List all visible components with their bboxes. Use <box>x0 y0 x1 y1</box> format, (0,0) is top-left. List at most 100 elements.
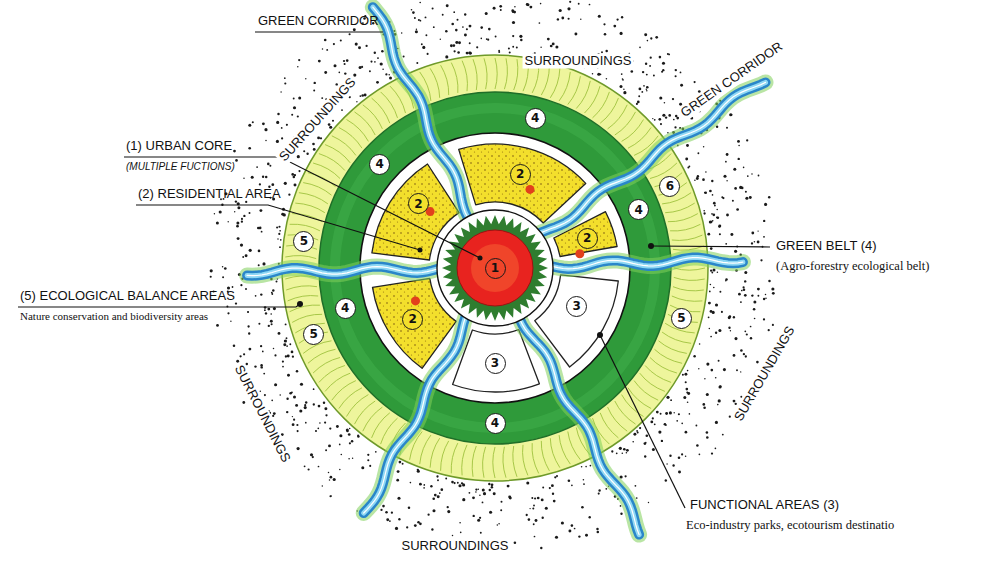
surrounding-dot <box>719 291 721 293</box>
hatch-stroke <box>290 224 320 231</box>
hatch-stroke <box>523 445 528 476</box>
surrounding-dot <box>542 517 544 519</box>
surrounding-dot <box>247 311 249 313</box>
surrounding-dot <box>703 146 705 148</box>
leader-dot <box>597 332 603 338</box>
surrounding-dot <box>319 422 321 424</box>
hatch-stroke <box>303 183 331 196</box>
surrounding-dot <box>284 82 286 84</box>
surrounding-dot <box>768 329 770 331</box>
surrounding-dot <box>228 221 229 222</box>
surrounding-dot <box>509 51 511 53</box>
corridor-bank <box>247 267 447 276</box>
area-number-circle: 5 <box>293 231 314 252</box>
surrounding-dot <box>703 406 706 409</box>
surrounding-dot <box>476 46 478 48</box>
surrounding-dot <box>365 45 367 47</box>
callout-number: 5 <box>677 312 685 324</box>
surrounding-dot <box>210 269 213 272</box>
hatch-stroke <box>541 441 549 471</box>
surrounding-dot <box>757 295 759 297</box>
surrounding-dot <box>583 483 585 485</box>
surroundings-label: SURROUNDINGS <box>731 322 799 426</box>
surrounding-dot <box>216 324 219 327</box>
surrounding-dot <box>654 119 656 121</box>
surrounding-dot <box>369 70 371 72</box>
surrounding-dot <box>296 424 298 426</box>
surrounding-dot <box>464 13 466 15</box>
surrounding-dot <box>332 120 334 122</box>
surroundings-label: SURROUNDINGS <box>400 539 511 554</box>
hatch-stroke <box>608 105 628 129</box>
hatch-stroke <box>472 446 476 477</box>
surrounding-dot <box>480 26 483 29</box>
surrounding-dot <box>680 72 682 74</box>
hatch-stroke <box>650 358 677 374</box>
surrounding-dot <box>687 392 690 395</box>
surrounding-dot <box>583 479 585 481</box>
surrounding-dot <box>719 385 722 388</box>
surrounding-dot <box>389 76 392 79</box>
surrounding-dot <box>361 66 363 68</box>
surrounding-dot <box>512 35 514 37</box>
surrounding-dot <box>665 479 667 481</box>
surrounding-dot <box>298 96 301 99</box>
surrounding-dot <box>292 416 293 417</box>
corridor-bank <box>543 258 743 269</box>
surrounding-dot <box>333 43 335 45</box>
surrounding-dot <box>305 401 307 403</box>
hatch-stroke <box>550 438 560 468</box>
surrounding-dot <box>709 220 712 223</box>
surrounding-dot <box>466 28 468 30</box>
surrounding-dot <box>647 40 649 42</box>
surrounding-dot <box>486 38 488 40</box>
surrounding-dot <box>323 401 325 403</box>
surrounding-dot <box>479 495 481 497</box>
hatch-stroke <box>325 145 350 163</box>
surrounding-dot <box>313 148 316 151</box>
surrounding-dot <box>604 33 607 36</box>
hatch-stroke <box>576 81 590 109</box>
surrounding-dot <box>718 399 721 402</box>
hatch-stroke <box>288 296 319 301</box>
surrounding-dot <box>385 73 387 75</box>
surrounding-dot <box>264 128 267 131</box>
surrounding-dot <box>710 247 713 250</box>
surrounding-dot <box>344 72 346 74</box>
hatch-stroke <box>339 128 362 149</box>
surrounding-dot <box>249 249 252 252</box>
surrounding-dot <box>737 140 740 143</box>
surrounding-dot <box>725 243 727 245</box>
surrounding-dot <box>743 353 745 355</box>
surrounding-dot <box>624 475 626 477</box>
surrounding-dot <box>328 472 329 473</box>
surrounding-dot <box>637 432 639 434</box>
surrounding-dot <box>472 496 475 499</box>
surrounding-dot <box>234 211 235 212</box>
surrounding-dot <box>743 288 746 291</box>
hatch-stroke <box>674 277 705 280</box>
surrounding-dot <box>737 158 739 160</box>
surrounding-dot <box>452 535 454 537</box>
surrounding-dot <box>403 56 405 58</box>
surrounding-dot <box>391 512 393 514</box>
surrounding-dot <box>616 452 618 454</box>
surrounding-dot <box>763 236 765 238</box>
surrounding-dot <box>534 536 536 538</box>
surrounding-dot <box>339 444 341 446</box>
surrounding-dot <box>376 81 379 84</box>
surrounding-dot <box>416 29 417 30</box>
surrounding-dot <box>757 230 758 231</box>
surrounding-dot <box>315 430 317 432</box>
surrounding-dot <box>514 541 517 544</box>
surrounding-dot <box>296 370 299 373</box>
hatch-stroke <box>568 432 581 460</box>
surrounding-dot <box>658 118 661 121</box>
surrounding-dot <box>676 420 678 422</box>
settlement-dot <box>575 249 584 258</box>
surrounding-dot <box>596 528 599 531</box>
surrounding-dot <box>670 399 672 401</box>
surrounding-dot <box>711 272 713 274</box>
surrounding-dot <box>559 9 562 12</box>
hatch-stroke <box>622 120 644 142</box>
